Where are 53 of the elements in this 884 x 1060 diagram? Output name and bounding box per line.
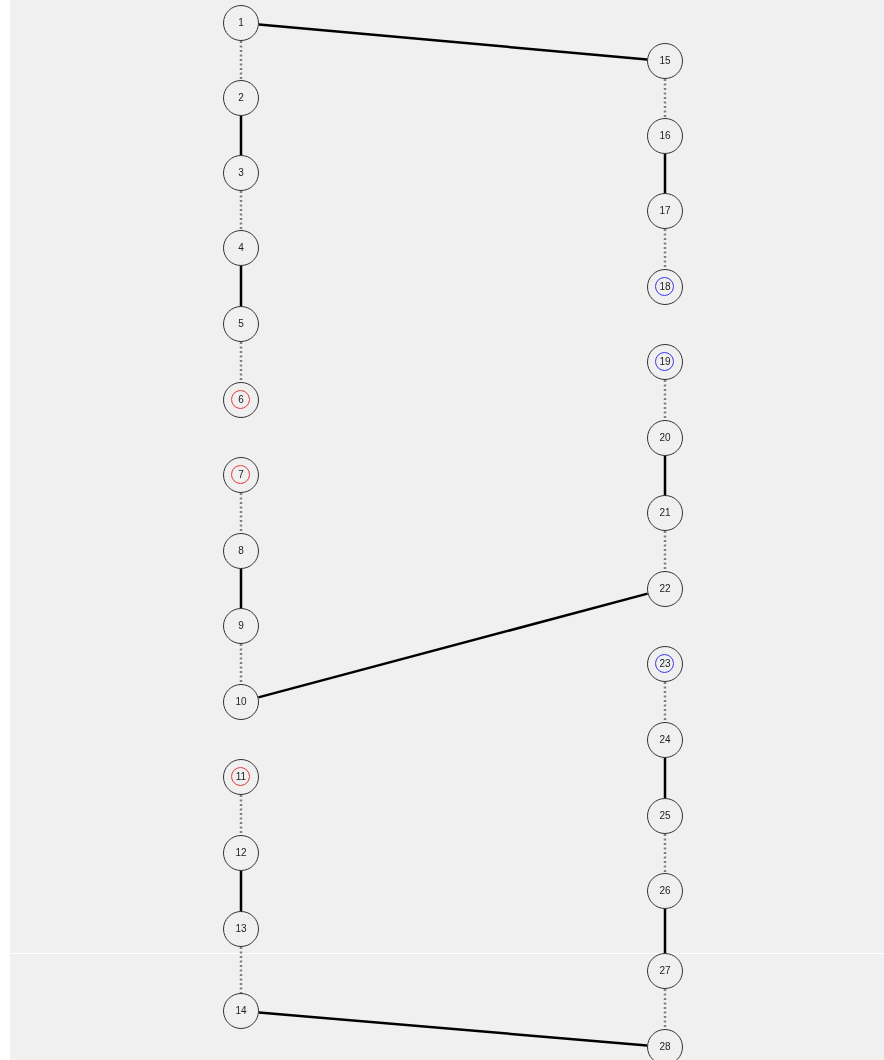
- dotted-connector: [663, 531, 667, 571]
- node-number: 8: [238, 546, 244, 556]
- node-number: 21: [659, 508, 671, 518]
- node-number: 28: [659, 1042, 671, 1052]
- dotted-connector: [663, 229, 667, 269]
- dotted-connector: [239, 41, 243, 80]
- connector-line: [239, 569, 243, 608]
- dotted-connector: [663, 989, 667, 1029]
- node-number: 27: [659, 966, 671, 976]
- connector-line: [239, 266, 243, 306]
- dotted-connector: [239, 644, 243, 684]
- node-number: 5: [238, 319, 244, 329]
- node-number: 2: [238, 93, 244, 103]
- node-number: 7: [238, 470, 244, 480]
- connector-line: [258, 1011, 648, 1047]
- dotted-connector: [663, 834, 667, 873]
- connector-line: [258, 592, 648, 699]
- connector-line: [258, 23, 648, 61]
- connector-line: [239, 116, 243, 155]
- node-number: 22: [659, 584, 671, 594]
- node-number: 19: [659, 357, 671, 367]
- node-number: 12: [235, 848, 247, 858]
- node-number: 23: [659, 659, 671, 669]
- dotted-connector: [663, 380, 667, 420]
- node-number: 18: [659, 282, 671, 292]
- dotted-connector: [239, 191, 243, 230]
- node-number: 3: [238, 168, 244, 178]
- dotted-connector: [239, 493, 243, 533]
- connector-line: [663, 758, 667, 798]
- node-number: 10: [235, 697, 247, 707]
- connector-line: [663, 909, 667, 953]
- node-number: 16: [659, 131, 671, 141]
- node-number: 14: [235, 1006, 247, 1016]
- connector-line: [663, 154, 667, 193]
- node-number: 20: [659, 433, 671, 443]
- node-number: 6: [238, 395, 244, 405]
- node-number: 4: [238, 243, 244, 253]
- node-number: 17: [659, 206, 671, 216]
- node-number: 26: [659, 886, 671, 896]
- node-number: 9: [238, 621, 244, 631]
- dotted-connector: [239, 947, 243, 993]
- node-number: 25: [659, 811, 671, 821]
- node-number: 13: [235, 924, 247, 934]
- node-number: 15: [659, 56, 671, 66]
- connector-line: [663, 456, 667, 495]
- dotted-connector: [239, 342, 243, 382]
- dotted-connector: [663, 79, 667, 118]
- node-number: 1: [238, 18, 244, 28]
- node-number: 24: [659, 735, 671, 745]
- dotted-connector: [239, 795, 243, 835]
- connector-line: [239, 871, 243, 911]
- node-number: 11: [235, 772, 247, 782]
- dotted-connector: [663, 682, 667, 722]
